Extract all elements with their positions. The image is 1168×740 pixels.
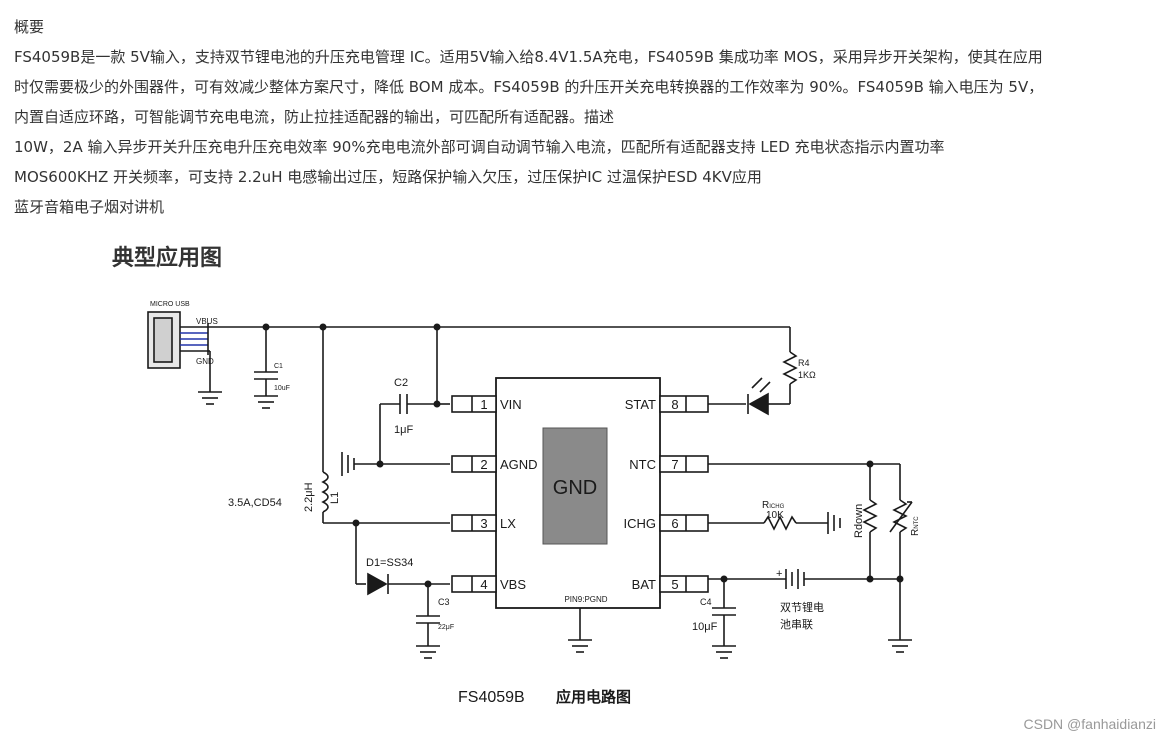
pin-number: 5: [671, 577, 678, 592]
figure-title: 典型应用图: [112, 245, 222, 270]
pin-number: 7: [671, 457, 678, 472]
pin-name: VIN: [500, 397, 522, 412]
c1-label: C1: [274, 363, 283, 370]
article-line: FS4059B是一款 5V输入，支持双节锂电池的升压充电管理 IC。适用5V输入…: [14, 48, 1043, 66]
article-body: 概要 FS4059B是一款 5V输入，支持双节锂电池的升压充电管理 IC。适用5…: [14, 12, 1159, 222]
inductor-note: 3.5A,CD54: [228, 497, 282, 509]
chip-pad-label: GND: [553, 477, 597, 499]
c1-value: 10uF: [274, 385, 290, 392]
pin-name: NTC: [629, 457, 656, 472]
pin-name: STAT: [625, 397, 656, 412]
c2-label: C2: [394, 377, 408, 389]
richg-value: 10K: [766, 510, 784, 521]
d1-label: D1=SS34: [366, 557, 413, 569]
l1-value: 2.2μH: [303, 482, 315, 512]
r4-label: R4: [798, 358, 810, 368]
richg-label: RICHG: [762, 500, 785, 511]
article-line: 内置自适应环路，可智能调节充电电流，防止拉挂适配器的输出，可匹配所有适配器。描述: [14, 108, 615, 126]
rdown-label: Rdown: [853, 504, 865, 538]
pin-number: 4: [480, 577, 487, 592]
l1-label: L1: [329, 492, 341, 504]
pin-number: 3: [480, 516, 487, 531]
circuit-figure: 典型应用图: [100, 232, 1160, 712]
c3-label: C3: [438, 597, 450, 607]
pin-number: 2: [480, 457, 487, 472]
r4-value: 1KΩ: [798, 370, 816, 380]
battery-label: 池串联: [780, 618, 813, 631]
article-line: 时仅需要极少的外围器件，可有效减少整体方案尺寸，降低 BOM 成本。FS4059…: [14, 78, 1044, 96]
c3-value: 22μF: [438, 624, 454, 631]
battery-plus: +: [776, 568, 782, 580]
rntc-label: RNTC: [910, 516, 921, 536]
pin-name: BAT: [632, 577, 656, 592]
figure-caption-desc: 应用电路图: [556, 688, 631, 706]
pin-name: AGND: [500, 457, 538, 472]
gnd-label: GND: [196, 357, 214, 366]
pin-number: 8: [671, 397, 678, 412]
chip-pgnd-label: PIN9:PGND: [564, 595, 607, 604]
pin-number: 6: [671, 516, 678, 531]
usb-label: MICRO USB: [150, 301, 190, 308]
pin-name: VBS: [500, 577, 526, 592]
c2-value: 1μF: [394, 424, 413, 436]
figure-caption-part: FS4059B: [458, 689, 525, 706]
pin-name: ICHG: [624, 516, 657, 531]
circuit-diagram: 典型应用图: [112, 245, 921, 706]
article-line: 10W，2A 输入异步开关升压充电升压充电效率 90%充电电流外部可调自动调节输…: [14, 138, 945, 156]
article-heading: 概要: [14, 18, 45, 36]
csdn-watermark: CSDN @fanhaidianzi: [1023, 716, 1157, 732]
vbus-label: VBUS: [196, 317, 218, 326]
article-line: MOS600KHZ 开关频率，可支持 2.2uH 电感输出过压，短路保护输入欠压…: [14, 168, 762, 186]
pin-name: LX: [500, 516, 516, 531]
chip-exposed-pad: [542, 427, 608, 545]
c4-value: 10μF: [692, 621, 718, 633]
pin-number: 1: [480, 397, 487, 412]
c4-label: C4: [700, 597, 712, 607]
article-line: 蓝牙音箱电子烟对讲机: [14, 198, 165, 216]
battery-label: 双节锂电: [780, 600, 824, 614]
